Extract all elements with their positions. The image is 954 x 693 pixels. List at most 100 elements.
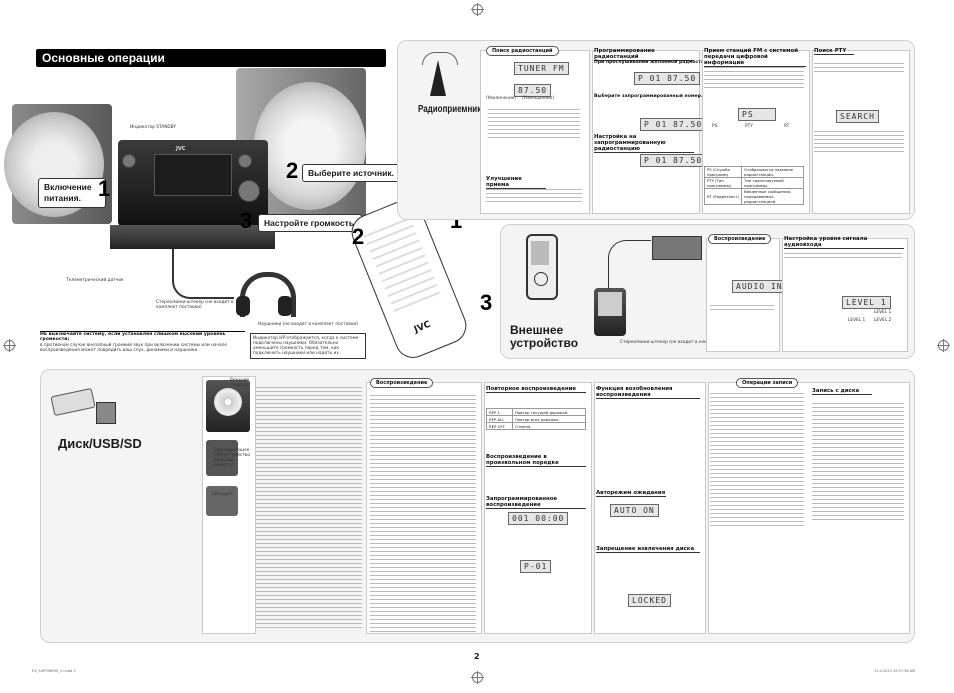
pty-table-cell: Введенные сообщения, передаваемые радиос… (741, 188, 804, 205)
registration-mark (937, 339, 950, 352)
fm-rds-table: PS (Служба программ)Отображается названи… (703, 166, 804, 205)
disc-sd-image (206, 486, 238, 516)
repeat-opt: REP OFF (485, 422, 514, 430)
repeat-opt: REP ALL (485, 415, 514, 423)
disc-locked-lcd: LOCKED (628, 594, 671, 607)
repeat-desc: Отмена. (512, 422, 586, 430)
disc-usb-label: Запоминающее USB-устройство большой емко… (214, 448, 250, 468)
fm-stereo-text (486, 186, 582, 205)
fm-up-label: (Увеличение) (486, 96, 517, 101)
standby-indicator-label: Индикатор STANDBY (130, 125, 177, 130)
disc-eject-title: Запрещение извлечения диска (596, 546, 700, 553)
power-callout: Включение питания. (38, 178, 106, 208)
page-number: 2 (474, 652, 480, 661)
disc-usb-image (206, 440, 238, 476)
fm-ps-lcd: PS (738, 108, 776, 121)
stereo-plug-label: Стерео/мини-штекер (не входит в комплект… (156, 300, 234, 310)
disc-resume-title: Функция возобновления воспроизведения (596, 386, 700, 399)
disc-program-title: Запрограммированное воспроизведение (486, 496, 586, 509)
disc-playback-box (366, 382, 482, 634)
fm-prog-lcd: P 01 87.50 (634, 72, 701, 85)
fm-prog-title: Программирование радиостанций (594, 48, 694, 61)
pty-table-cell: Отображается название радиостанции. (741, 166, 804, 178)
fm-rds-text (704, 64, 804, 91)
disc-auto-lcd: AUTO ON (610, 504, 659, 517)
fm-tune-title: Настройка на запрограммированную радиост… (594, 134, 694, 153)
volume-warning: НЕ выключайте систему, если установлен с… (40, 331, 245, 356)
fm-down-label: (Уменьшение) (522, 96, 555, 101)
plug-cable (172, 249, 234, 299)
fm-tune-lcd: P 01 87.50 (640, 154, 707, 167)
main-title: Основные операции (42, 51, 165, 65)
registration-mark (471, 3, 484, 16)
disc-record-steps (812, 400, 904, 523)
fm-prog-lcd-2: P 01 87.50 (640, 118, 707, 131)
ext-cable-label: Стерео/мини-штекер (не входит в комплект… (620, 340, 745, 345)
repeat-desc: Повтор текущей дорожки. (512, 408, 586, 416)
remote-step-2: 2 (352, 224, 365, 249)
ext-playback-box (706, 238, 780, 352)
disc-unit-image (206, 380, 250, 432)
ext-device-photo (594, 288, 626, 336)
ext-level2-label: LEVEL 2 (874, 318, 892, 323)
left-speaker (4, 104, 112, 224)
footer-left: EX_A3POWERS_ru.indd 2 (32, 669, 76, 673)
repeat-opt: REP 1 (485, 408, 514, 416)
pty-table-cell: PS (Служба программ) (703, 166, 743, 178)
main-unit: JVC (118, 140, 268, 226)
step-number-2: 2 (286, 158, 299, 183)
ext-level-lcd: LEVEL 1 (842, 296, 891, 309)
fm-prog-step2: Выберите запрограммированный номер. (594, 94, 703, 99)
fm-ptysearch-lcd: SEARCH (836, 110, 879, 123)
fm-search-tab: Поиск радиостанций (486, 46, 559, 56)
disc-standby-title: Авторежим ожидания (596, 490, 666, 497)
disc-prog-lcd: P-01 (520, 560, 552, 573)
ext-cable (608, 240, 651, 289)
disc-label: Верхняя сторона (230, 378, 249, 388)
fm-antenna-icon (420, 52, 460, 102)
remote-sensor-label: Телеметрический датчик (66, 278, 124, 283)
ext-level1-label: LEVEL 1 (874, 310, 892, 315)
disc-random-title: Воспроизведение в произвольном порядке (486, 454, 586, 467)
fm-ps-label: PS (712, 124, 718, 129)
sd-card-icon (96, 402, 116, 424)
registration-mark (3, 339, 16, 352)
headphone-note: Индикатор HP отображается, когда к систе… (250, 333, 366, 359)
fm-ptysearch-title: Поиск PTY (814, 48, 854, 55)
volume-knob[interactable] (238, 180, 260, 202)
source-callout: Выберите источник. (302, 164, 400, 182)
ext-level1-label-b: LEVEL 1 (848, 318, 866, 323)
warning-text: в противном случае внезапный громкий зву… (40, 342, 228, 353)
fm-tuner-lcd: TUNER FM (514, 62, 569, 75)
source-button[interactable] (238, 154, 252, 168)
disc-repeat-title: Повторное воспроизведение (486, 386, 586, 393)
disc-track-lcd: 001 00:00 (508, 512, 569, 525)
ext-level-text (784, 250, 902, 261)
headphones-image (236, 272, 296, 318)
portable-player-icon (526, 234, 558, 300)
remote-step-3: 3 (480, 290, 493, 315)
pty-table-cell: RT (Радиотекст) (703, 188, 743, 205)
fm-stereo-title: Улучшение приема (486, 176, 546, 189)
disc-record-text (710, 390, 804, 529)
ext-audio-lcd: AUDIO IN (732, 280, 787, 293)
disc-sd-label: SD-карта (212, 492, 233, 497)
volume-callout: Настройте громкость. (258, 214, 363, 232)
step-number-3: 3 (240, 208, 253, 233)
fm-pty-label: PTY (745, 124, 753, 129)
fm-search-text (488, 106, 580, 141)
main-title-bar: Основные операции (36, 49, 386, 67)
power-button[interactable] (122, 154, 136, 168)
pty-table-cell: PTY (Тип программы) (703, 177, 743, 189)
unit-base (110, 225, 275, 249)
fm-ptysearch-box (812, 50, 910, 214)
disc-record-tab: Операции записи (736, 378, 799, 388)
warning-title: НЕ выключайте систему, если установлен с… (40, 332, 226, 343)
pty-table-cell: Тип транслируемой программы. (741, 177, 804, 189)
fm-title: Радиоприемник FM (418, 104, 495, 115)
footer-right: 11.4.2013 10:57:56 AM (874, 669, 916, 673)
ext-level-title: Настройка уровня сигнала аудиовхода (784, 236, 904, 249)
disc-notes-text (256, 384, 362, 631)
fm-search-box (480, 50, 590, 214)
